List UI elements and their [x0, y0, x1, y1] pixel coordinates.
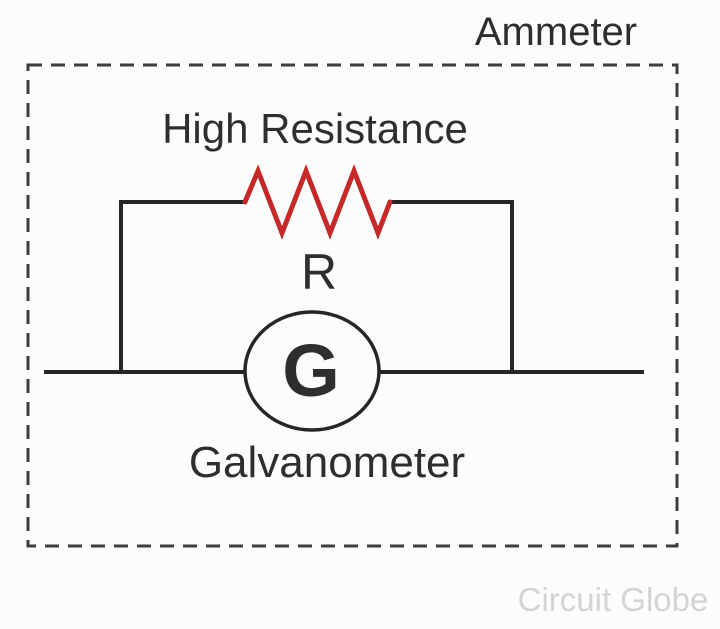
galvanometer-label: Galvanometer: [189, 438, 465, 487]
branch-wire-left: [119, 200, 245, 372]
branch-wire-right: [390, 200, 514, 372]
ammeter-label: Ammeter: [475, 10, 637, 54]
ammeter-boundary-box: [26, 63, 679, 548]
high-resistance-label: High Resistance: [162, 105, 468, 152]
watermark-label: Circuit Globe: [518, 581, 709, 618]
galvanometer-circle-icon: [243, 310, 381, 432]
galvanometer-symbol-label: G: [282, 329, 340, 412]
resistor-zigzag-icon: [242, 164, 393, 240]
resistor-symbol-label: R: [301, 244, 337, 300]
